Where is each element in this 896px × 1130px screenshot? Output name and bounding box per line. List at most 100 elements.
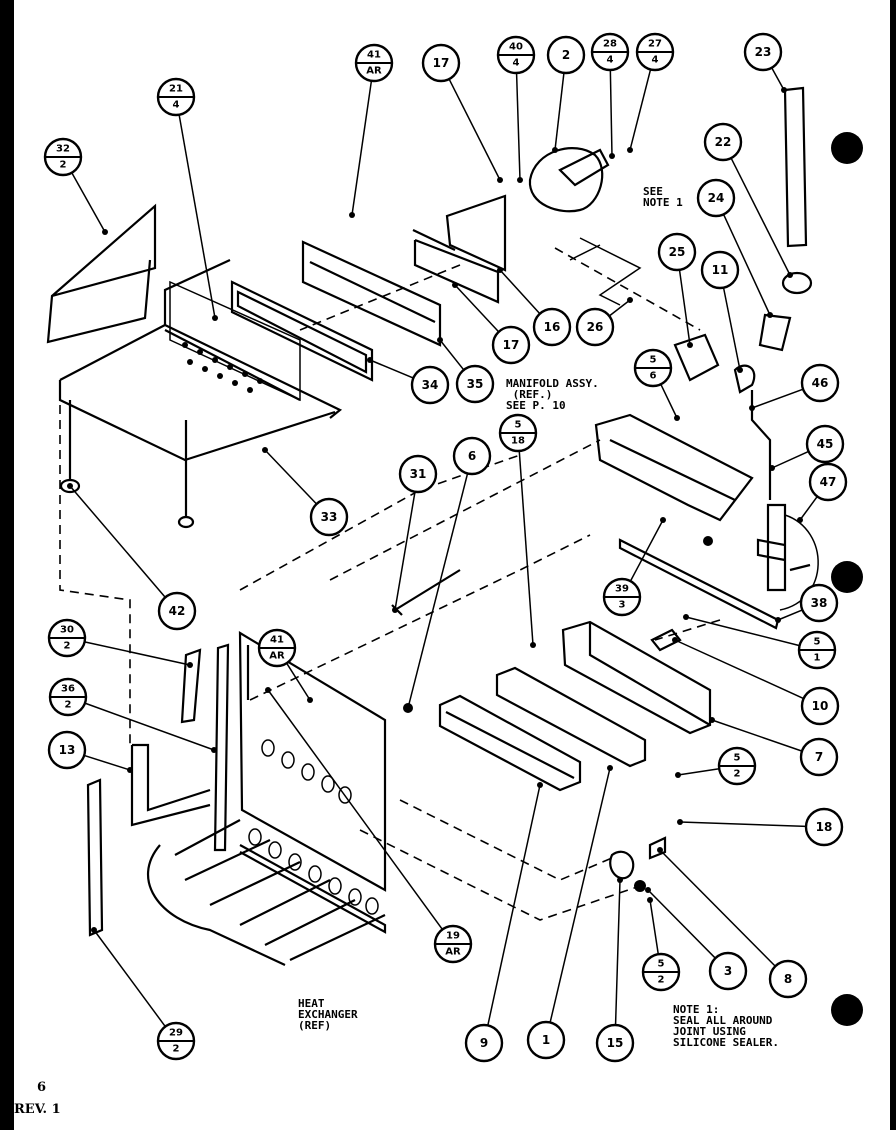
callout-part-number: 36 — [61, 684, 75, 695]
leader-arrowhead — [211, 747, 217, 753]
callout-part-number: 17 — [433, 56, 450, 70]
leader-arrowhead — [617, 877, 623, 883]
callout-39-3: 393 — [602, 577, 642, 617]
callout-quantity: AR — [366, 66, 382, 77]
revision-label: REV. 1 — [14, 1102, 61, 1117]
callout-part-number: 10 — [812, 699, 829, 713]
leader-line — [499, 269, 541, 315]
part-strip-36 — [213, 643, 230, 852]
callout-38: 38 — [799, 583, 839, 623]
callout-circle — [800, 686, 840, 726]
callout-circle — [398, 454, 438, 494]
callout-34: 34 — [410, 365, 450, 405]
callout-part-number: 16 — [544, 320, 561, 334]
callout-25: 25 — [657, 232, 697, 272]
leader-line — [777, 609, 803, 621]
callout-part-number: 31 — [410, 467, 427, 481]
part-gasket-9 — [438, 694, 582, 792]
callout-circle — [575, 307, 615, 347]
leader-arrowhead — [645, 887, 651, 893]
callout-part-number: 32 — [56, 144, 70, 155]
callout-part-number: 17 — [503, 338, 520, 352]
leader-arrowhead — [265, 687, 271, 693]
registration-dot — [831, 994, 863, 1026]
leader-arrowhead — [452, 282, 458, 288]
part-heat-exchanger-tubes — [147, 819, 386, 966]
callout-part-number: 1 — [542, 1033, 550, 1047]
leader-arrowhead — [437, 337, 443, 343]
callout-11: 11 — [700, 250, 740, 290]
leader-arrowhead — [127, 767, 133, 773]
scan-border-left — [0, 0, 14, 1130]
callout-part-number: 8 — [784, 972, 792, 986]
leader-arrowhead — [781, 87, 787, 93]
registration-dots — [831, 132, 863, 1026]
callout-circle — [157, 591, 197, 631]
callout-part-number: 38 — [811, 596, 828, 610]
part-manifold-assy — [594, 413, 754, 522]
leader-line — [351, 80, 373, 216]
callout-part-number: 13 — [59, 743, 76, 757]
leader-arrowhead — [749, 405, 755, 411]
part-bracket-8 — [648, 836, 667, 860]
callout-26: 26 — [575, 307, 615, 347]
part-coupling-25 — [673, 333, 720, 382]
part-bracket-35 — [301, 240, 442, 347]
part-rail-38 — [618, 538, 780, 630]
callout-circle — [808, 462, 848, 502]
sealing-note: NOTE 1: SEAL ALL AROUND JOINT USING SILI… — [673, 1003, 779, 1049]
callout-2: 2 — [546, 35, 586, 75]
callout-part-number: 22 — [715, 135, 732, 149]
leader-arrowhead — [767, 312, 773, 318]
callout-part-number: 46 — [812, 376, 829, 390]
callout-1: 1 — [526, 1020, 566, 1060]
callout-part-number: 40 — [509, 42, 523, 53]
leader-arrowhead — [552, 147, 558, 153]
callout-5-6: 56 — [633, 348, 673, 388]
leader-line — [608, 299, 631, 317]
callout-circle — [410, 365, 450, 405]
callout-part-number: 34 — [422, 378, 439, 392]
callout-quantity: 2 — [64, 641, 71, 652]
callout-part-number: 21 — [169, 84, 183, 95]
callout-part-number: 23 — [755, 45, 772, 59]
part-tube-13 — [130, 743, 211, 827]
callout-part-number: 47 — [820, 475, 837, 489]
callout-part-number: 11 — [712, 263, 729, 277]
leader-arrowhead — [647, 897, 653, 903]
part-holes — [182, 342, 263, 393]
callout-part-number: 39 — [615, 584, 629, 595]
callout-circle — [657, 232, 697, 272]
callout-29-2: 292 — [156, 1021, 196, 1061]
leader-line — [659, 849, 776, 967]
part-washers-42 — [59, 400, 195, 529]
leader-arrowhead — [187, 662, 193, 668]
leader-line — [674, 639, 804, 700]
callout-quantity: 18 — [511, 436, 525, 447]
callout-part-number: 2 — [562, 48, 570, 62]
callout-27-4: 274 — [635, 32, 675, 72]
leader-line — [407, 473, 469, 709]
callout-part-number: 5 — [650, 355, 657, 366]
leader-line — [711, 719, 803, 752]
part-gasket-34 — [230, 280, 374, 382]
callout-quantity: 4 — [652, 55, 659, 66]
callout-15: 15 — [595, 1023, 635, 1063]
part-heat-exchanger-base — [239, 844, 387, 934]
callout-7: 7 — [799, 737, 839, 777]
callout-quantity: 4 — [513, 58, 520, 69]
leader-line — [267, 689, 444, 930]
leader-arrowhead — [787, 272, 793, 278]
leader-line — [685, 616, 800, 647]
callout-part-number: 25 — [669, 245, 686, 259]
callout-30-2: 302 — [47, 618, 87, 658]
part-plate-16 — [445, 194, 507, 272]
callout-part-number: 24 — [708, 191, 725, 205]
callout-3: 3 — [708, 951, 748, 991]
scan-border-right — [890, 0, 896, 1130]
leader-arrowhead — [497, 177, 503, 183]
callout-quantity: 2 — [65, 700, 72, 711]
callout-46: 46 — [800, 363, 840, 403]
callout-circle — [800, 363, 840, 403]
callout-6: 6 — [452, 436, 492, 476]
